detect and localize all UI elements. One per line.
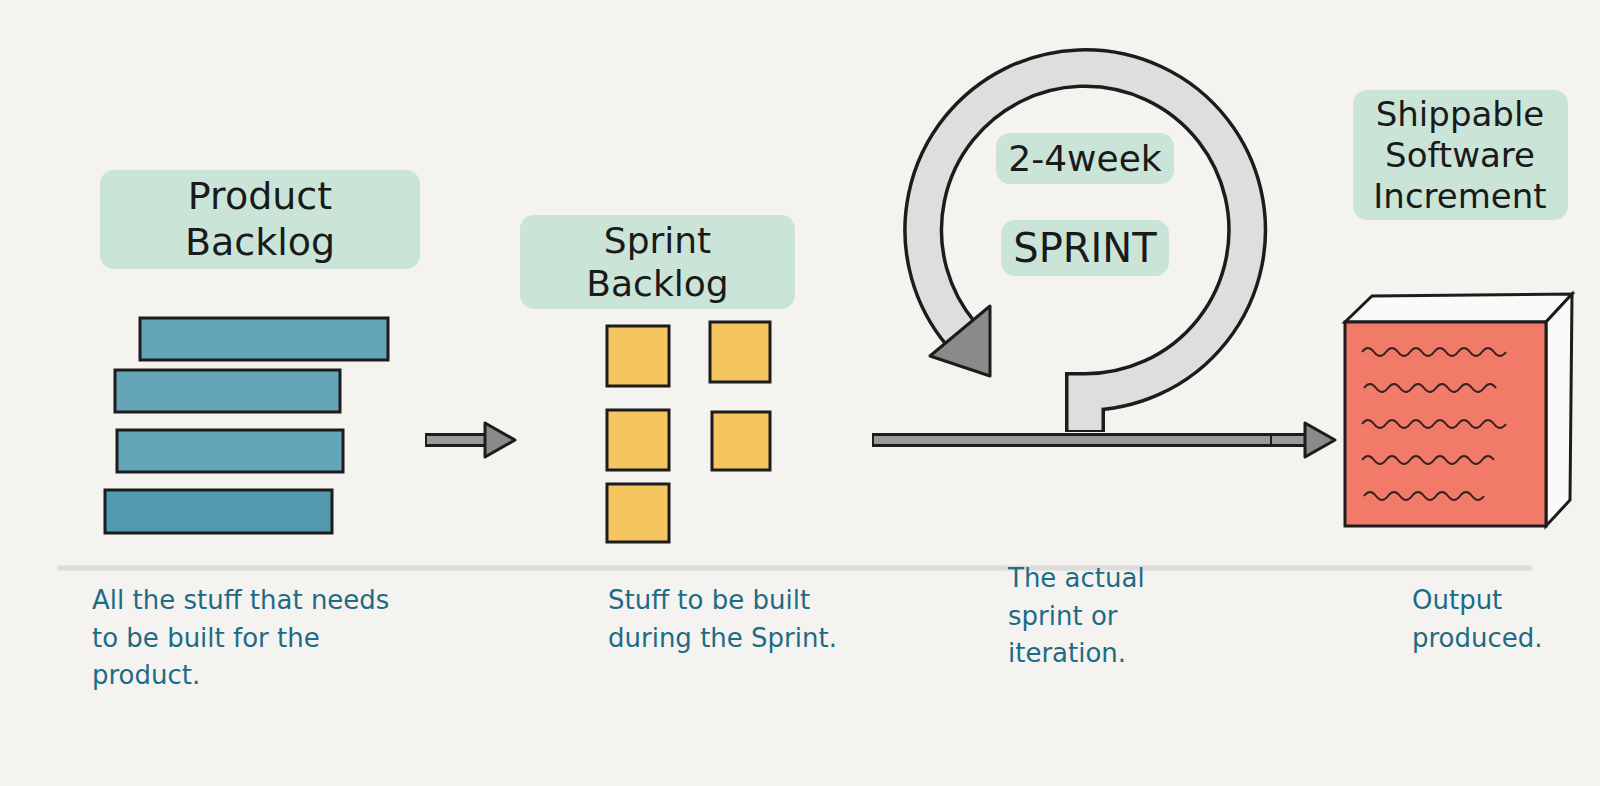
backlog-bars <box>105 318 388 533</box>
caption-note: Output produced. <box>1412 582 1582 657</box>
caption-note: The actual sprint or iteration. <box>1008 560 1223 673</box>
stage-heading: Product Backlog <box>100 170 420 269</box>
ground-line <box>60 566 1530 571</box>
caption-note: All the stuff that needs to be built for… <box>92 582 402 695</box>
stage-heading: SPRINT <box>1001 220 1168 276</box>
stage-heading: Sprint Backlog <box>520 215 795 309</box>
flow-arrow <box>1270 423 1335 457</box>
stage-heading: Shippable Software Increment <box>1353 90 1568 220</box>
flow-arrow <box>425 423 515 457</box>
sprint-cycle <box>872 68 1272 440</box>
stage-node: Sprint Backlog <box>515 205 795 550</box>
caption-note: Stuff to be built during the Sprint. <box>608 582 858 657</box>
stage-heading: 2-4week <box>996 133 1173 184</box>
software-box <box>1345 294 1572 526</box>
stage-node: 2-4weekSPRINT <box>900 45 1270 460</box>
sticky-notes <box>607 322 770 542</box>
stage-node: Shippable Software Increment <box>1335 90 1585 535</box>
stage-node: Product Backlog <box>95 160 425 545</box>
